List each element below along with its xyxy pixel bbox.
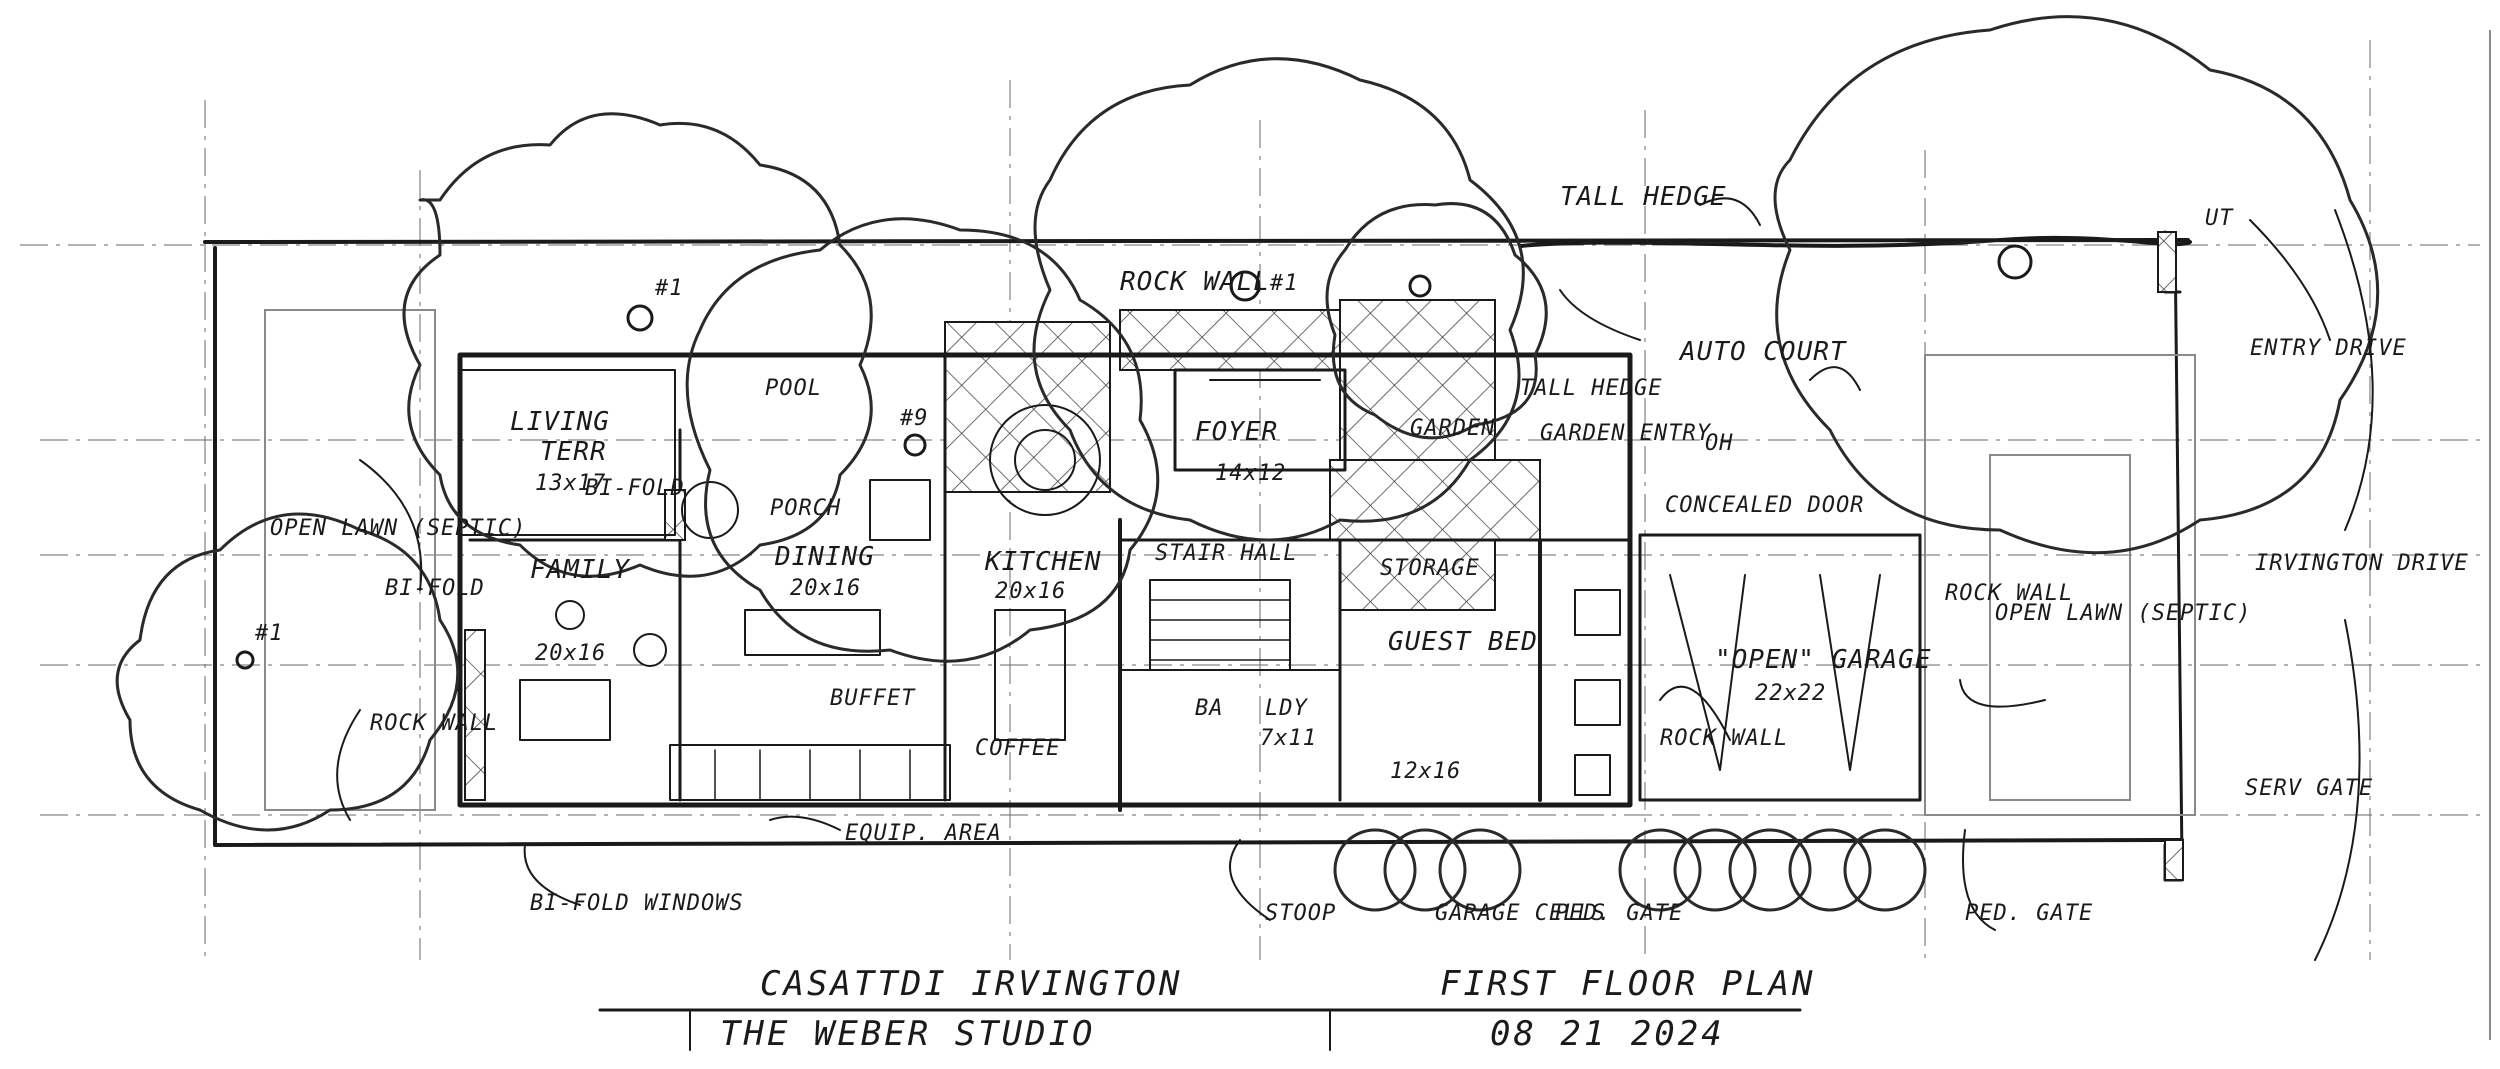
- room-label-guest-bed-size: 12x16: [1390, 759, 1461, 784]
- room-label-guest-bed: GUEST BED: [1388, 627, 1538, 657]
- note-stoop: STOOP: [1265, 901, 1336, 926]
- tree-canopy-4: [1325, 202, 1548, 440]
- room-label-terrace-size: 13x17: [535, 471, 606, 496]
- note-oh: OH: [1705, 431, 1734, 456]
- note-auto-court: AUTO COURT: [1678, 337, 1847, 367]
- room-label-laundry: LDY: [1265, 696, 1308, 721]
- note-rock-wall-right: ROCK WALL: [1945, 581, 2073, 606]
- courtyard: [459, 369, 1101, 541]
- note-concealed-door: CONCEALED DOOR: [1665, 493, 1864, 518]
- property-boundary: [203, 230, 2192, 882]
- note-irvington-drive: IRVINGTON DRIVE: [2255, 551, 2469, 576]
- room-label-foyer: FOYER: [1195, 417, 1278, 447]
- room-label-family-size: 20x16: [535, 641, 606, 666]
- room-label-family: FAMILY: [530, 555, 631, 585]
- note-bifold-1: BI-FOLD: [585, 476, 685, 501]
- room-label-foyer-size: 14x12: [1215, 461, 1286, 486]
- tree-tag-3: #1: [254, 621, 284, 646]
- tree-canopy-2: [685, 217, 1160, 663]
- room-label-storage: STORAGE: [1380, 556, 1480, 581]
- note-garden: GARDEN: [1410, 416, 1495, 441]
- note-pool: POOL: [765, 376, 822, 401]
- tree-tag-2: #1: [1269, 271, 1299, 296]
- tree-canopy-5: [1773, 15, 2380, 555]
- title-studio: THE WEBER STUDIO: [720, 1014, 1096, 1054]
- room-label-garage: "OPEN" GARAGE: [1715, 645, 1932, 675]
- note-bifold-windows: BI-FOLD WINDOWS: [530, 891, 744, 916]
- tree-tag-1: #1: [654, 276, 684, 301]
- building-walls: [457, 352, 1922, 812]
- tree-canopy-6: [115, 512, 460, 832]
- note-buffet: BUFFET: [830, 686, 916, 711]
- note-equip-area: EQUIP. AREA: [845, 821, 1002, 846]
- note-tall-hedge-mid: TALL HEDGE: [1520, 376, 1662, 401]
- room-label-stair-hall: STAIR HALL: [1155, 541, 1297, 566]
- note-rock-wall-garage: ROCK WALL: [1660, 726, 1788, 751]
- room-label-kitchen: KITCHEN: [984, 547, 1102, 577]
- note-rock-wall-top: ROCK WALL: [1120, 267, 1270, 297]
- tree-canopy-3: [1032, 57, 1525, 542]
- room-label-kitchen-size: 20x16: [995, 579, 1066, 604]
- room-label-living: LIVING: [510, 407, 610, 437]
- note-coffee: COFFEE: [975, 736, 1060, 761]
- leader-arrows: [336, 197, 2374, 961]
- tree-tag-4: #9: [899, 406, 929, 431]
- note-ped-gate-1: PED. GATE: [1555, 901, 1683, 926]
- room-label-bath: BA: [1195, 696, 1224, 721]
- title-date: 08 21 2024: [1490, 1014, 1725, 1054]
- room-label-garage-size: 22x22: [1755, 681, 1826, 706]
- room-label-terrace: TERR: [540, 437, 607, 467]
- note-tall-hedge-top: TALL HEDGE: [1560, 182, 1727, 212]
- note-porch: PORCH: [770, 496, 841, 521]
- trees: [115, 15, 2380, 832]
- lawn-areas: [264, 309, 2196, 816]
- title-block-rules: [598, 1008, 1802, 1051]
- room-label-dining: DINING: [774, 542, 875, 572]
- title-sheet-title: FIRST FLOOR PLAN: [1440, 964, 1816, 1004]
- room-label-dining-size: 20x16: [790, 576, 861, 601]
- note-ut: UT: [2205, 206, 2234, 231]
- note-bifold-2: BI-FOLD: [385, 576, 485, 601]
- note-garage-cells: GARAGE CELLS: [1435, 901, 1606, 926]
- note-serv-gate: SERV GATE: [2245, 776, 2373, 801]
- shrub-row: [1333, 828, 1927, 912]
- note-entry-drive: ENTRY DRIVE: [2250, 336, 2407, 361]
- tree-canopy-1: [402, 112, 873, 578]
- note-garden-entry: GARDEN ENTRY: [1540, 421, 1712, 446]
- note-open-lawn-right: OPEN LAWN (SEPTIC): [1995, 601, 2251, 626]
- note-open-lawn-left: OPEN LAWN (SEPTIC): [270, 516, 526, 541]
- title-project-name: CASATTDI IRVINGTON: [760, 964, 1182, 1004]
- room-label-laundry-size: 7x11: [1260, 726, 1317, 751]
- note-ped-gate-2: PED. GATE: [1965, 901, 2093, 926]
- note-rock-wall-left: ROCK WALL: [370, 711, 498, 736]
